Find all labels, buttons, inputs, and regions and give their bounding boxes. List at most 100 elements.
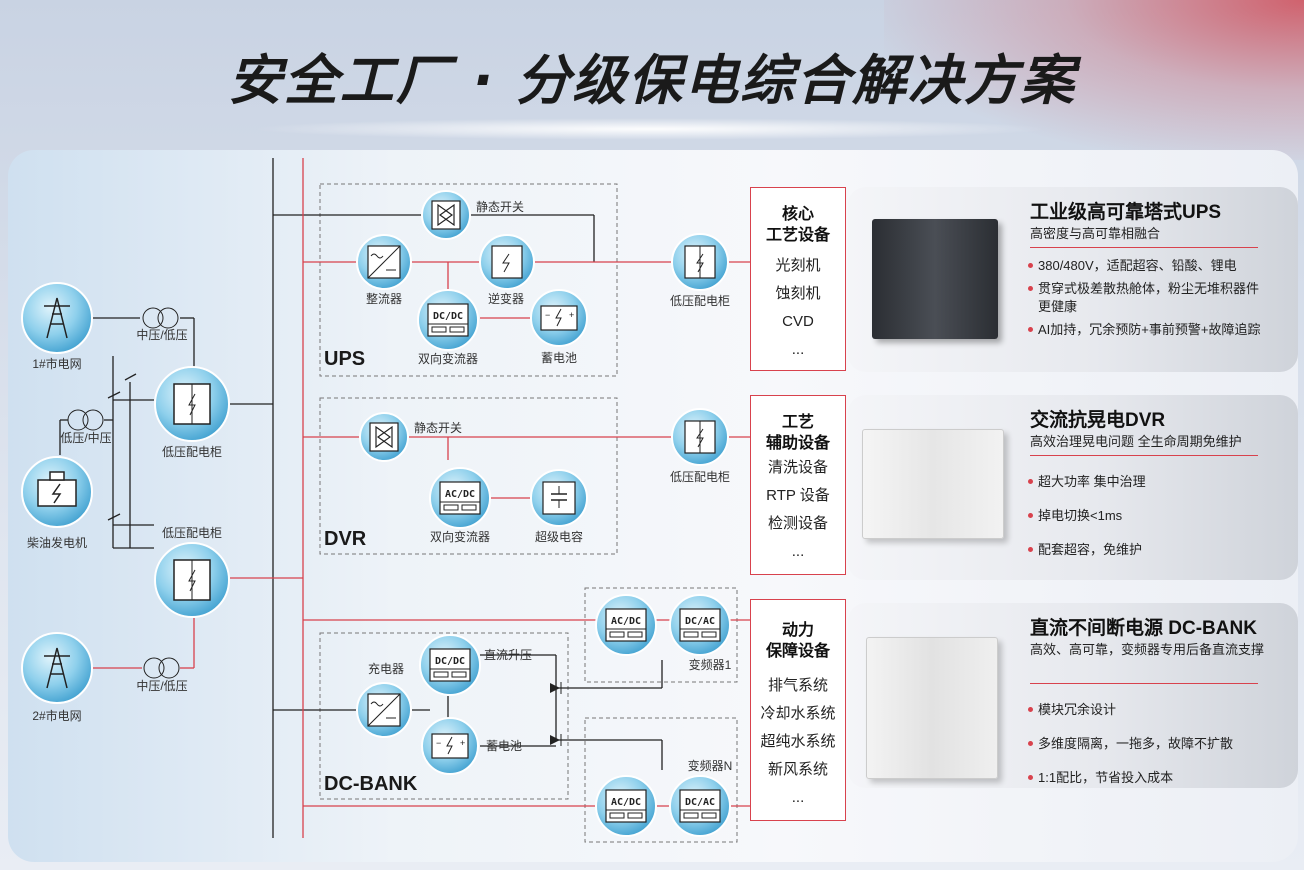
- vfdn-acdc-node: [595, 775, 657, 837]
- transformer-1-label: 中压/低压: [136, 327, 187, 342]
- svg-text:+: +: [460, 738, 465, 748]
- svg-text:−: −: [436, 738, 441, 748]
- product-card-dvr: 交流抗晃电DVR 高效治理晃电问题 全生命周期免维护 超大功率 集中治理 掉电切…: [848, 395, 1298, 580]
- generator-transformer-label: 低压/中压: [60, 430, 111, 445]
- svg-text:−: −: [545, 310, 550, 320]
- charger-label: 充电器: [368, 661, 404, 676]
- dvr-converter-label: 双向变流器: [430, 529, 490, 544]
- transformer-2-label: 中压/低压: [136, 678, 187, 693]
- card-bullet: 配套超容，免维护: [1028, 541, 1288, 559]
- boost-label: 直流升压: [484, 648, 532, 662]
- lv-cabinet-2-label: 低压配电柜: [162, 526, 222, 540]
- device-group-auxiliary: 工艺 辅助设备 清洗设备 RTP 设备 检测设备 ...: [750, 395, 846, 575]
- vfd1-acdc-node: [595, 594, 657, 656]
- dcbank-battery-label: 蓄电池: [486, 739, 522, 753]
- card-divider: [1030, 247, 1258, 248]
- ups-dcdc-glyph: DC/DC: [433, 311, 463, 322]
- card-bullet: 多维度隔离，一拖多，故障不扩散: [1028, 735, 1288, 753]
- device-item: 检测设备: [767, 515, 828, 532]
- lv-cabinet-2-node: [154, 542, 230, 618]
- dcbank-battery-node: −+: [421, 717, 479, 775]
- rectifier-node: [356, 234, 412, 290]
- device-group-title: 工艺: [781, 414, 814, 431]
- ups-converter-label: 双向变流器: [418, 351, 478, 366]
- device-item: ...: [791, 341, 805, 358]
- device-group-core: 核心 工艺设备 光刻机 蚀刻机 CVD ...: [750, 187, 846, 371]
- card-title: 交流抗晃电DVR: [1030, 410, 1166, 431]
- lv-cabinet-1-node: [154, 366, 230, 442]
- card-subtitle: 高效治理晃电问题 全生命周期免维护: [1030, 434, 1242, 449]
- card-subtitle: 高效、高可靠，变频器专用后备直流支撑: [1030, 642, 1265, 657]
- card-bullet: AI加持，冗余预防+事前预警+故障追踪: [1028, 321, 1268, 339]
- dvr-static-switch-label: 静态开关: [414, 421, 462, 435]
- device-item: ...: [791, 543, 805, 560]
- device-item: 排气系统: [767, 677, 828, 694]
- vfd1-label: 变频器1: [689, 657, 732, 672]
- device-item: 蚀刻机: [775, 285, 821, 302]
- transformer-1-icon: [142, 307, 179, 329]
- inverter-node: [479, 234, 535, 290]
- card-title: 直流不间断电源 DC-BANK: [1030, 618, 1257, 639]
- grid-1-node: [21, 282, 93, 354]
- vfd1-acdc-glyph: AC/DC: [611, 616, 641, 627]
- vfd1-dcac-node: [669, 594, 731, 656]
- dcbank-group-label: DC-BANK: [324, 773, 418, 795]
- device-group-title: 动力: [781, 622, 814, 639]
- card-bullet: 模块冗余设计: [1028, 701, 1288, 719]
- generator-label: 柴油发电机: [27, 535, 87, 550]
- card-title: 工业级高可靠塔式UPS: [1030, 202, 1222, 223]
- dcbank-cabinet-image: [866, 637, 998, 779]
- ups-lv-cabinet-label: 低压配电柜: [670, 294, 730, 308]
- dvr-lv-cabinet-node: [671, 408, 729, 466]
- lv-cabinet-1-label: 低压配电柜: [162, 445, 222, 459]
- device-group-title: 保障设备: [765, 643, 830, 660]
- vfdn-label: 变频器N: [688, 758, 733, 773]
- generator-transformer-icon: [67, 409, 104, 431]
- grid-1-label: 1#市电网: [32, 356, 81, 371]
- card-bullet-list: 超大功率 集中治理 掉电切换<1ms 配套超容，免维护: [1028, 473, 1288, 559]
- product-card-ups: 工业级高可靠塔式UPS 高密度与高可靠相融合 380/480V，适配超容、铅酸、…: [848, 187, 1298, 372]
- grid-2-label: 2#市电网: [32, 708, 81, 723]
- vfdn-dcac-node: [669, 775, 731, 837]
- transformer-2-icon: [143, 657, 180, 679]
- dvr-lv-cabinet-label: 低压配电柜: [670, 470, 730, 484]
- ups-cabinet-image: [872, 219, 998, 339]
- device-group-title: 工艺设备: [765, 227, 830, 244]
- supercap-node: [530, 469, 588, 527]
- card-bullet: 380/480V，适配超容、铅酸、锂电: [1028, 257, 1288, 275]
- device-group-title: 辅助设备: [765, 435, 830, 452]
- ups-static-switch-label: 静态开关: [476, 200, 524, 214]
- ups-group-box: [319, 183, 618, 377]
- vfdn-dcac-glyph: DC/AC: [685, 797, 715, 808]
- device-group-power: 动力 保障设备 排气系统 冷却水系统 超纯水系统 新风系统 ...: [750, 599, 846, 821]
- card-bullet-list: 380/480V，适配超容、铅酸、锂电 贯穿式极差散热舱体，粉尘无堆积器件更健康…: [1028, 257, 1288, 339]
- card-bullet-list: 模块冗余设计 多维度隔离，一拖多，故障不扩散 1:1配比，节省投入成本: [1028, 701, 1288, 787]
- dvr-group-label: DVR: [324, 528, 367, 550]
- supercap-label: 超级电容: [535, 529, 583, 544]
- title-underglow: [250, 118, 1050, 140]
- card-bullet: 超大功率 集中治理: [1028, 473, 1288, 491]
- dvr-acdc-glyph: AC/DC: [445, 489, 475, 500]
- vfd1-group-box: [584, 587, 738, 683]
- dcbank-dcdc-glyph: DC/DC: [435, 656, 465, 667]
- vfdn-group-box: [584, 717, 738, 843]
- ups-battery-label: 蓄电池: [541, 351, 577, 365]
- vfdn-acdc-glyph: AC/DC: [611, 797, 641, 808]
- device-item: RTP 设备: [766, 487, 830, 504]
- ups-dcdc-node: [417, 289, 479, 351]
- dvr-static-switch-node: [359, 412, 409, 462]
- product-card-dcbank: 直流不间断电源 DC-BANK 高效、高可靠，变频器专用后备直流支撑 模块冗余设…: [848, 603, 1298, 788]
- ups-lv-cabinet-node: [671, 233, 729, 291]
- rectifier-label: 整流器: [366, 291, 402, 306]
- device-item: 冷却水系统: [760, 705, 836, 722]
- device-item: ...: [791, 789, 805, 806]
- vfd1-dcac-glyph: DC/AC: [685, 616, 715, 627]
- device-item: 超纯水系统: [760, 733, 836, 750]
- device-item: CVD: [782, 313, 814, 330]
- device-group-title: 核心: [781, 206, 814, 223]
- device-item: 光刻机: [775, 257, 821, 274]
- card-divider: [1030, 455, 1258, 456]
- dvr-acdc-node: [429, 467, 491, 529]
- device-item: 清洗设备: [767, 459, 828, 476]
